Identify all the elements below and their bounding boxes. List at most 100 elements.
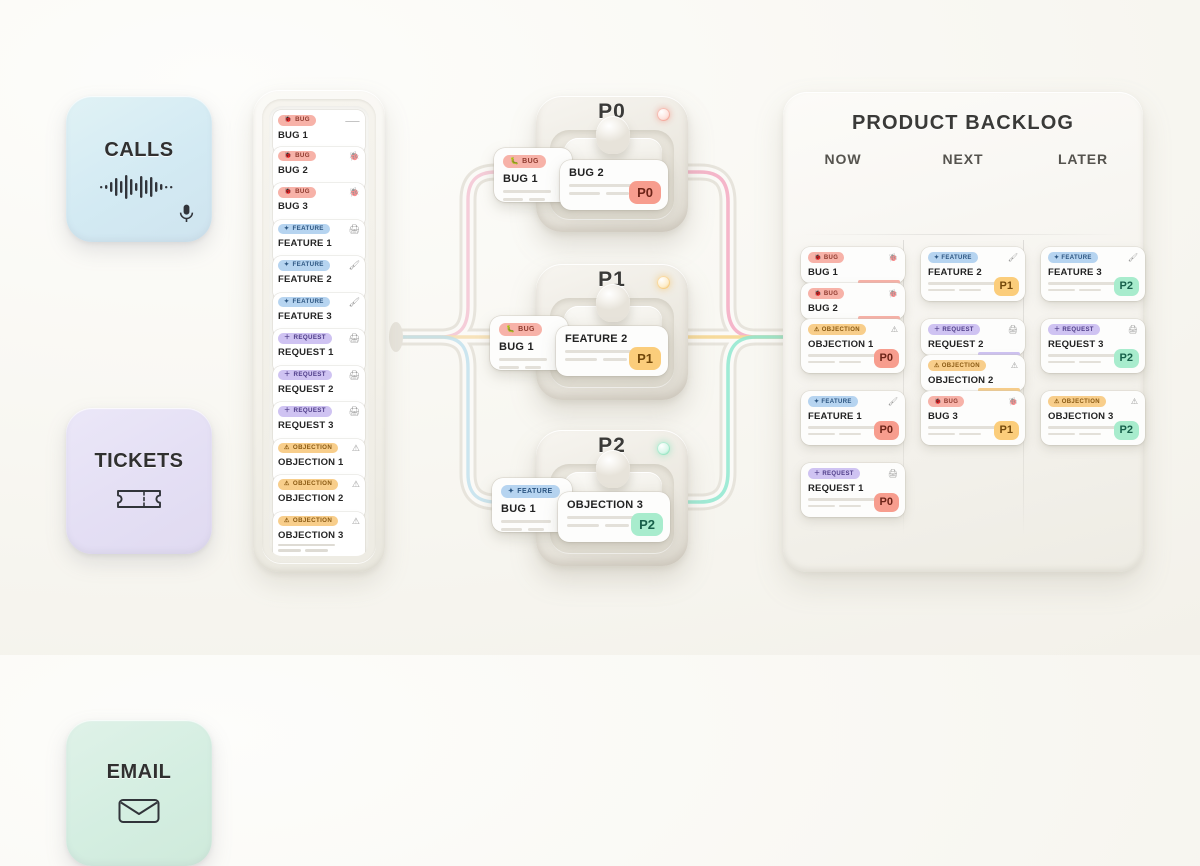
comment-icon[interactable]: 🖨 bbox=[1127, 325, 1138, 334]
intake-item-title: REQUEST 3 bbox=[278, 420, 334, 431]
switch-knob[interactable] bbox=[596, 116, 630, 154]
intake-item-title: REQUEST 2 bbox=[278, 383, 334, 395]
bug-icon[interactable]: 🐞 bbox=[1008, 397, 1018, 406]
wand-icon[interactable]: 🖌 bbox=[1007, 253, 1018, 262]
placeholder-bar bbox=[525, 366, 541, 369]
node-card-right-p1[interactable]: FEATURE 2 P1 bbox=[556, 326, 668, 376]
intake-item-title: OBJECTION 2 bbox=[278, 493, 344, 504]
warning-icon[interactable]: ⚠ bbox=[351, 515, 360, 526]
placeholder-bar bbox=[928, 288, 955, 292]
node-card-left-p0[interactable]: 🐛 BUG BUG 1 bbox=[494, 148, 572, 202]
waveform-icon bbox=[100, 174, 178, 200]
comment-icon[interactable]: 🖨 bbox=[348, 406, 360, 416]
tag-label: BUG bbox=[295, 151, 310, 159]
backlog-column-next[interactable]: NEXT bbox=[942, 151, 984, 167]
tag-label: BUG bbox=[943, 398, 959, 405]
bug-icon[interactable]: 🐞 bbox=[888, 289, 898, 298]
envelope-icon bbox=[118, 796, 160, 826]
tag-label: OBJECTION bbox=[941, 362, 980, 369]
comment-icon[interactable]: 🖨 bbox=[887, 469, 898, 478]
warning-icon[interactable]: ⚠ bbox=[1010, 361, 1018, 370]
bug-icon[interactable]: 🐞 bbox=[348, 150, 360, 161]
plus-icon: ＋ bbox=[284, 407, 291, 415]
tag-badge: 🐞BUG bbox=[808, 252, 845, 263]
backlog-column-now[interactable]: NOW bbox=[824, 151, 862, 167]
warning-icon: ⚠ bbox=[284, 516, 290, 524]
warning-icon[interactable]: ⚠ bbox=[890, 325, 898, 334]
node-card-right-p0[interactable]: BUG 2 P0 bbox=[560, 160, 668, 210]
source-tile-calls[interactable]: CALLS bbox=[66, 96, 212, 242]
column-divider bbox=[1023, 240, 1024, 536]
ticket-icon bbox=[116, 485, 162, 513]
warning-icon: ⚠ bbox=[284, 480, 290, 488]
placeholder-bar bbox=[499, 366, 520, 369]
tag-badge: ＋REQUEST bbox=[1048, 324, 1100, 335]
intake-item-title: BUG 3 bbox=[278, 201, 309, 212]
tag-label: FEATURE bbox=[292, 224, 324, 232]
placeholder-bar bbox=[278, 543, 336, 546]
warning-icon[interactable]: ⚠ bbox=[351, 442, 360, 453]
bug-icon[interactable]: 🐞 bbox=[348, 187, 360, 197]
placeholder-bar bbox=[569, 192, 600, 195]
tag-badge: ✦FEATURE bbox=[278, 296, 330, 308]
placeholder-bar bbox=[808, 504, 835, 508]
tag-label: BUG bbox=[823, 290, 839, 297]
backlog-card[interactable]: 🐞BUG🐞BUG 1 bbox=[801, 247, 905, 284]
card-accent bbox=[978, 388, 1020, 392]
comment-icon[interactable]: 🖨 bbox=[1007, 325, 1018, 334]
comment-icon[interactable]: 🖨 bbox=[348, 223, 360, 234]
backlog-card[interactable]: ＋REQUEST🖨REQUEST 2 bbox=[921, 319, 1025, 356]
placeholder-bar bbox=[808, 498, 879, 501]
source-tile-tickets[interactable]: TICKETS bbox=[66, 408, 212, 554]
wand-icon[interactable]: 🖌 bbox=[348, 260, 360, 270]
placeholder-bar bbox=[1048, 360, 1075, 364]
wand-icon[interactable]: 🖌 bbox=[348, 296, 360, 307]
node-card-left-p1[interactable]: 🐛 BUG BUG 1 bbox=[490, 316, 568, 370]
placeholder-bar bbox=[503, 190, 551, 193]
status-led bbox=[657, 108, 670, 121]
placeholder-bar bbox=[959, 432, 981, 436]
backlog-card[interactable]: ⚠OBJECTION⚠OBJECTION 2 bbox=[921, 355, 1025, 392]
backlog-card-title: REQUEST 3 bbox=[1048, 339, 1104, 350]
switch-knob[interactable] bbox=[596, 284, 630, 322]
intake-item-title: OBJECTION 1 bbox=[278, 456, 344, 468]
comment-icon[interactable]: 🖨 bbox=[348, 369, 360, 380]
priority-badge: P2 bbox=[631, 513, 663, 536]
source-tile-email[interactable]: EMAIL bbox=[66, 720, 212, 866]
placeholder-bar bbox=[278, 549, 301, 552]
placeholder-bar bbox=[808, 360, 835, 364]
backlog-column-headers: NOW NEXT LATER bbox=[783, 151, 1143, 167]
wand-icon[interactable]: 🖌 bbox=[887, 397, 898, 406]
comment-icon[interactable]: 🖨 bbox=[348, 333, 360, 343]
intake-item[interactable]: ⚠OBJECTION⚠OBJECTION 3 bbox=[273, 511, 365, 556]
backlog-card-title: BUG 2 bbox=[808, 303, 839, 314]
wand-icon[interactable]: 🖌 bbox=[1127, 253, 1138, 262]
intake-item-title: REQUEST 1 bbox=[278, 347, 334, 358]
canvas: CALLS bbox=[66, 90, 1145, 866]
bug-icon[interactable]: 🐞 bbox=[888, 253, 898, 262]
warning-icon[interactable]: ⚠ bbox=[1130, 397, 1138, 406]
sparkle-icon: ✦ bbox=[1054, 254, 1060, 261]
waveform-icon[interactable]: ⸺ bbox=[344, 116, 360, 126]
switch-knob[interactable] bbox=[596, 450, 630, 488]
card-title: BUG 2 bbox=[569, 167, 604, 179]
backlog-column-later[interactable]: LATER bbox=[1057, 151, 1109, 167]
page-title: PRODUCT BACKLOG bbox=[851, 112, 1075, 134]
placeholder-bar bbox=[808, 354, 879, 357]
warning-icon[interactable]: ⚠ bbox=[351, 479, 360, 489]
column-divider bbox=[903, 240, 904, 536]
intake-list[interactable]: 🐞BUG⸺BUG 1🐞BUG🐞BUG 2🐞BUG🐞BUG 3✦FEATURE🖨F… bbox=[269, 106, 369, 556]
backlog-card[interactable]: 🐞BUG🐞BUG 2 bbox=[801, 283, 905, 320]
tag-badge: 🐞BUG bbox=[278, 187, 316, 198]
node-card-right-p2[interactable]: OBJECTION 3 P2 bbox=[558, 492, 670, 542]
card-title: FEATURE 2 bbox=[565, 333, 628, 345]
tag-badge: ✦FEATURE bbox=[808, 396, 858, 407]
